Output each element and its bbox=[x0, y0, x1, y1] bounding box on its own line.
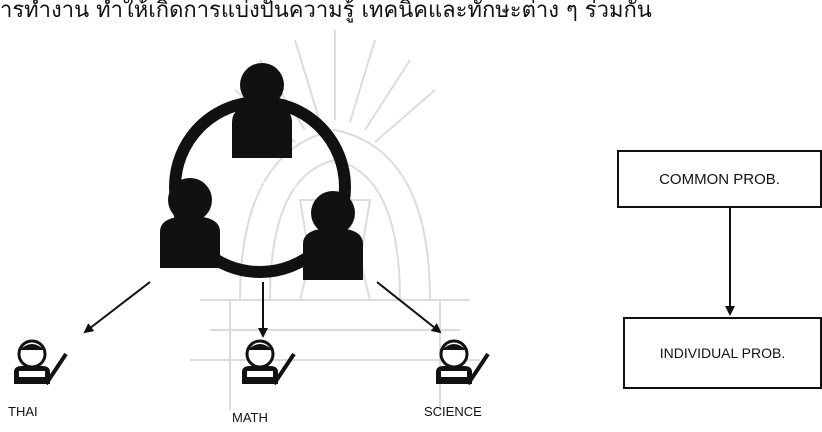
subject-label-thai: THAI bbox=[8, 404, 38, 419]
individual-problem-box: INDIVIDUAL PROB. bbox=[623, 317, 822, 389]
arrow-to-thai bbox=[83, 281, 151, 334]
header-text: ารทำงาน ทำให้เกิดการแบ่งปันความรู้ เทคนิ… bbox=[0, 0, 652, 23]
person-right-icon bbox=[303, 191, 363, 280]
person-left-icon bbox=[160, 178, 220, 268]
person-top-icon bbox=[232, 63, 292, 158]
collaborative-label: COLLABORATIVE bbox=[221, 180, 299, 190]
teacher-reading-icon-math bbox=[242, 339, 296, 386]
subject-label-science: SCIENCE bbox=[424, 404, 482, 419]
arrow-to-science bbox=[376, 281, 442, 334]
common-problem-box: COMMON PROB. bbox=[617, 150, 822, 208]
teacher-reading-icon-thai bbox=[14, 339, 68, 386]
teacher-reading-icon-science bbox=[436, 339, 490, 386]
subject-label-math: MATH bbox=[232, 410, 268, 425]
